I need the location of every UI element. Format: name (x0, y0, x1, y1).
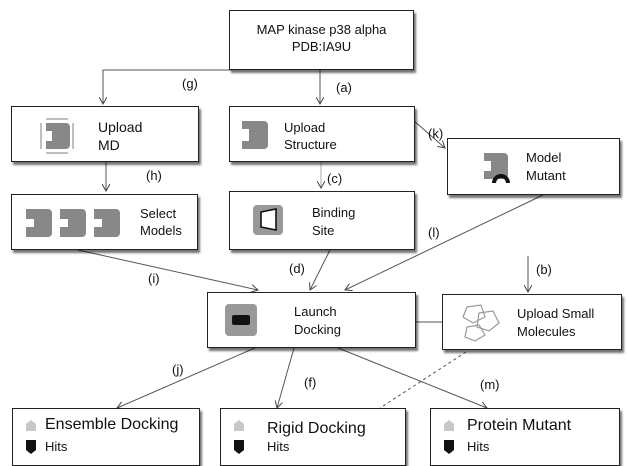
edge-m (337, 347, 487, 408)
edge-j (117, 347, 256, 408)
upload-small-molecules-line1: Upload Small (517, 306, 595, 321)
binding-pocket-icon (253, 205, 283, 235)
protein-structure-icon (242, 121, 268, 149)
edge-k (412, 119, 445, 148)
start-pdb: PDB:IA9U (291, 39, 352, 54)
node-select-models[interactable]: Select Models (11, 194, 198, 250)
edge-label-f: (f) (304, 375, 317, 390)
node-binding-site[interactable]: Binding Site (229, 191, 415, 250)
hit-marker-light-icon (444, 420, 454, 431)
md-frames-icon (40, 118, 74, 154)
rigid-docking-hits: Hits (267, 439, 290, 454)
edge-dashed (379, 351, 467, 409)
edge-i (77, 249, 258, 290)
rigid-docking-title: Rigid Docking (267, 420, 366, 437)
node-model-mutant[interactable]: Model Mutant (447, 138, 620, 195)
binding-site-line1: Binding (312, 205, 356, 220)
node-launch-docking[interactable]: Launch Docking (207, 292, 416, 348)
launch-docking-line2: Docking (294, 322, 341, 337)
edge-label-b: (b) (536, 262, 552, 277)
launch-docking-icon (225, 304, 257, 336)
edge-label-h: (h) (146, 168, 162, 183)
node-upload-small-molecules[interactable]: Upload Small Molecules (442, 294, 622, 350)
edge-label-k: (k) (428, 126, 444, 141)
protein-mutant-title: Protein Mutant (467, 417, 572, 434)
edge-f (277, 347, 295, 408)
small-molecules-icon (462, 304, 500, 342)
hit-marker-light-icon (26, 420, 36, 431)
protein-mutant-hits: Hits (467, 439, 490, 454)
hit-marker-dark-icon (26, 440, 36, 454)
edge-d (310, 249, 331, 290)
select-models-line2: Models (140, 223, 182, 238)
model-mutant-line1: Model (526, 150, 562, 165)
node-upload-md[interactable]: Upload MD (11, 106, 199, 162)
upload-md-line1: Upload (98, 119, 143, 135)
edge-label-c: (c) (327, 171, 343, 186)
ensemble-docking-hits: Hits (45, 439, 68, 454)
edge-label-m: (m) (480, 377, 500, 392)
start-title: MAP kinase p38 alpha (256, 22, 387, 37)
edge-label-d: (d) (289, 261, 305, 276)
upload-small-molecules-line2: Molecules (517, 324, 576, 339)
hit-marker-dark-icon (444, 440, 454, 454)
upload-md-line2: MD (98, 137, 120, 153)
select-models-line1: Select (140, 206, 177, 221)
edge-g (103, 69, 233, 104)
model-set-icon (26, 209, 120, 237)
mutant-protein-icon (484, 153, 510, 183)
launch-docking-line1: Launch (294, 304, 337, 319)
edge-label-i: (i) (148, 271, 160, 286)
node-ensemble-docking[interactable]: Ensemble Docking Hits (12, 408, 200, 466)
node-rigid-docking[interactable]: Rigid Docking Hits (220, 408, 406, 466)
hit-marker-dark-icon (234, 440, 244, 454)
hit-marker-light-icon (234, 420, 244, 431)
edge-label-a: (a) (336, 80, 352, 95)
ensemble-docking-title: Ensemble Docking (45, 416, 179, 433)
model-mutant-line2: Mutant (526, 168, 566, 183)
node-upload-structure[interactable]: Upload Structure (229, 106, 415, 162)
upload-structure-line2: Structure (284, 137, 337, 152)
node-start: MAP kinase p38 alpha PDB:IA9U (229, 10, 414, 70)
binding-site-line2: Site (312, 223, 335, 238)
node-protein-mutant[interactable]: Protein Mutant Hits (430, 408, 620, 466)
edge-l (345, 194, 544, 290)
edge-label-j: (j) (172, 362, 184, 377)
upload-structure-line1: Upload (284, 120, 326, 135)
edge-label-g: (g) (182, 76, 198, 91)
edge-label-l: (l) (428, 225, 440, 240)
